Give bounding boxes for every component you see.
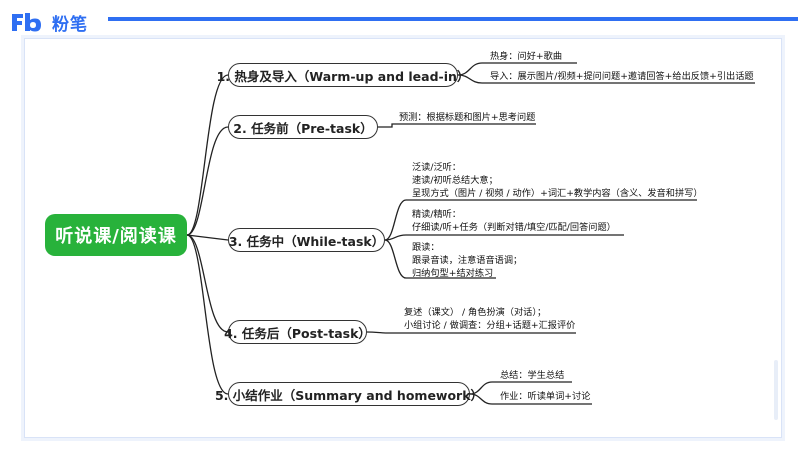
note-intensive: 精读/精听： 仔细读/听+任务（判断对错/填空/匹配/回答问题） (412, 209, 616, 233)
branch-summary-homework: 5. 小结作业（Summary and homework） (215, 382, 483, 406)
branch-pre-task: 2. 任务前（Pre-task） (228, 115, 378, 139)
note-post-task: 复述（课文） / 角色扮演（对话）； 小组讨论 / 做调查：分组+话题+汇报评价 (404, 307, 576, 331)
fb-logo-icon (10, 11, 48, 33)
branch-warm-up: 1. 热身及导入（Warm-up and lead-in） (217, 63, 469, 87)
header-rule (108, 17, 798, 21)
note-summary: 总结：学生总结 (500, 370, 565, 381)
scrollbar-hint (774, 360, 778, 420)
link-branch-3 (186, 234, 229, 241)
note-homework: 作业：听读单词+讨论 (500, 391, 591, 402)
link-branch-2 (186, 126, 229, 236)
brand-logo: 粉笔 (10, 8, 88, 36)
branch-while-task: 3. 任务中（While-task） (228, 228, 385, 252)
note-warm-up: 热身：问好+歌曲 (490, 51, 563, 62)
note-lead-in: 导入：展示图片/视频+提问问题+邀请回答+给出反馈+引出话题 (490, 71, 754, 82)
brand-name: 粉笔 (52, 14, 88, 35)
link-branch-4 (186, 234, 229, 333)
note-predict: 预测：根据标题和图片+思考问题 (399, 112, 536, 123)
note-skim: 泛读/泛听： 速读/初听总结大意； 呈现方式（图片 / 视频 / 动作）+词汇+… (412, 162, 703, 199)
link-branch-5 (186, 234, 229, 395)
branch-post-task: 4. 任务后（Post-task） (224, 320, 371, 344)
link-branch-1 (186, 74, 229, 236)
center-topic: 听说课/阅读课 (45, 214, 187, 256)
note-follow-read: 跟读： 跟录音读，注意语音语调； 归纳句型+结对练习 (412, 242, 523, 279)
